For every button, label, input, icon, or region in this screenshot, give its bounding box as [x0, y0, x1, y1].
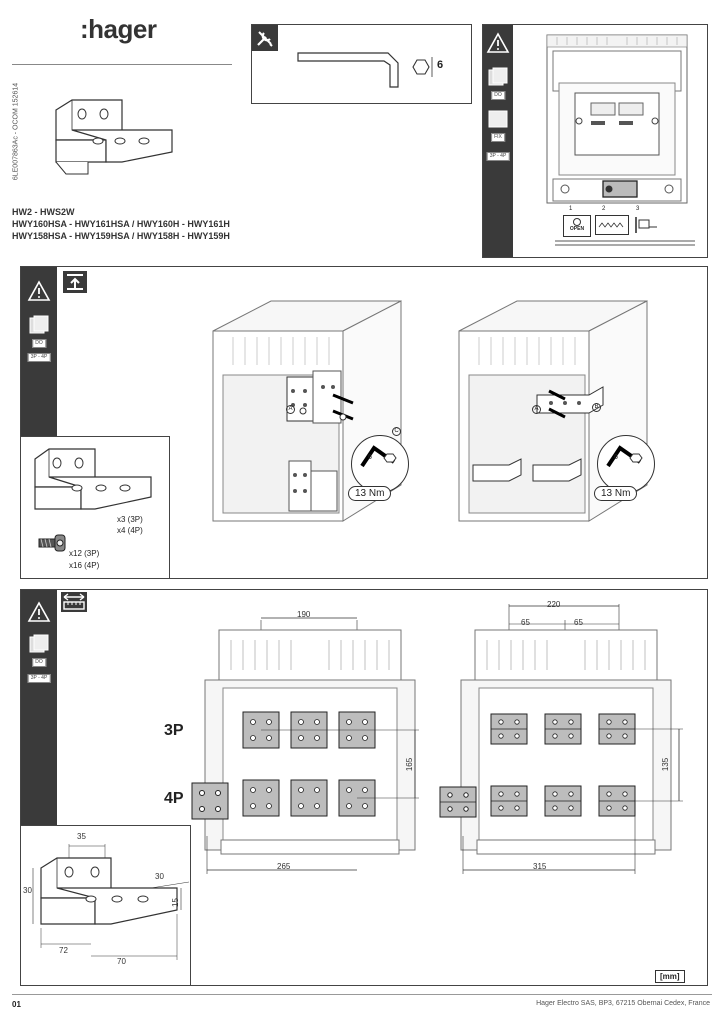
allen-key-icon	[297, 52, 399, 88]
breaker-do-icon	[29, 634, 49, 653]
step1-sidebar: DO 3P - 4P	[21, 267, 57, 437]
callout-3: 3	[636, 206, 640, 212]
model-line: HWY160HSA - HWY161HSA / HWY160H - HWY161…	[12, 219, 230, 229]
model-line: HWY158HSA - HWY159HSA / HWY158H - HWY159…	[12, 231, 230, 241]
breaker-rear-view-right	[460, 604, 683, 874]
footer-address: Hager Electro SAS, BP3, 67215 Obernai Ce…	[536, 1000, 710, 1007]
bracket-dim-depth: 30	[155, 872, 164, 881]
callout-a-left: A	[286, 405, 295, 414]
tools-panel: 6	[251, 24, 472, 104]
open-label: OPEN	[569, 226, 585, 232]
brand-logo: :hager	[80, 14, 157, 44]
hex-size-label: 6	[368, 454, 372, 461]
breaker-iso-view-right	[458, 300, 648, 522]
callout-2: 2	[602, 206, 606, 212]
dim-left-top: 190	[297, 610, 311, 619]
hex-size-label: 6	[614, 454, 618, 461]
extra-pole-pad-left	[191, 782, 229, 820]
measure-step-icon	[61, 592, 87, 612]
footer-divider	[12, 994, 712, 995]
bracket-qty-3p: x3 (3P)	[117, 515, 143, 524]
unit-label: [mm]	[655, 970, 685, 983]
breaker-rear-view-left	[204, 617, 419, 874]
callout-1: 1	[569, 206, 573, 212]
torque-callout-right: 6	[597, 435, 655, 493]
breaker-iso-view-left	[212, 300, 402, 522]
breaker-do-icon	[488, 67, 508, 86]
callout-a-right: A	[532, 405, 541, 414]
dim-right-pitch-a: 65	[521, 618, 530, 627]
status-rails	[555, 240, 695, 246]
step2-panel: DO 3P - 4P 3P 4P	[20, 589, 708, 986]
breaker-do-icon	[29, 315, 49, 334]
bracket-dim-drawing	[32, 844, 190, 960]
parts-box: x3 (3P) x4 (4P) x12 (3P) x16 (4P)	[20, 436, 170, 579]
hex-nut-icon	[412, 57, 433, 77]
allen-key-icon	[360, 445, 397, 468]
bracket-qty-4p: x4 (4P)	[117, 526, 143, 535]
callout-c-left: C	[392, 427, 401, 436]
model-list: HW2 - HWS2W HWY160HSA - HWY161HSA / HWY1…	[12, 206, 230, 242]
chip-do: DO	[491, 91, 505, 100]
model-line: HW2 - HWS2W	[12, 207, 75, 217]
dim-left-side: 165	[405, 757, 415, 772]
status-panel: DO FIX 3P - 4P 1 2 3 OPEN	[482, 24, 708, 258]
chip-3p4p: 3P - 4P	[27, 674, 51, 683]
header-divider	[12, 64, 232, 65]
step1-panel: DO 3P - 4P x3 (3P) x4 (4P)	[20, 266, 708, 579]
screw-qty-4p: x16 (4P)	[69, 561, 100, 570]
torque-callout-left: 6	[351, 435, 409, 493]
tools-icon	[252, 25, 278, 51]
warning-icon	[27, 280, 51, 301]
bracket-dims-box: 35 30 30 15 72 70	[20, 825, 191, 986]
callout-b-right: B	[592, 403, 601, 412]
bracket-dim-width-b: 70	[117, 957, 126, 966]
spring-indicator	[595, 215, 629, 235]
dim-left-bottom: 265	[277, 862, 291, 871]
bracket-illustration-header	[55, 99, 173, 175]
torque-label-right: 13 Nm	[594, 486, 638, 501]
doc-code: 6LE007863Ac - OCOM 152614	[12, 82, 20, 181]
bracket-dim-width-a: 72	[59, 946, 68, 955]
dim-right-bottom: 315	[533, 862, 547, 871]
lock-indicator	[635, 217, 657, 233]
label-3p: 3P	[164, 722, 184, 739]
page-number: 01	[12, 1000, 21, 1009]
warning-icon	[27, 601, 51, 622]
chip-3p4p: 3P - 4P	[486, 152, 510, 161]
allen-key-icon	[606, 445, 643, 468]
screw-qty-3p: x12 (3P)	[69, 549, 100, 558]
dim-right-side: 135	[661, 757, 671, 772]
bracket-dim-left: 30	[23, 886, 32, 895]
dim-right-top: 220	[547, 600, 561, 609]
breaker-fix-icon	[488, 110, 508, 128]
bracket-dim-height: 15	[170, 898, 180, 907]
breaker-front-view	[546, 34, 688, 204]
screw-icon	[38, 534, 66, 552]
dim-right-pitch-b: 65	[574, 618, 583, 627]
step2-sidebar: DO 3P - 4P	[21, 590, 57, 826]
install-step-icon	[63, 271, 87, 293]
status-sidebar: DO FIX 3P - 4P	[483, 25, 513, 257]
bracket-part-icon	[34, 448, 152, 510]
warning-icon	[486, 32, 510, 53]
extra-pole-pad-right	[439, 786, 477, 818]
chip-3p4p: 3P - 4P	[27, 353, 51, 362]
hex-size-label: 6	[437, 59, 444, 71]
chip-do: DO	[32, 339, 46, 348]
bracket-dim-width-top: 35	[77, 832, 86, 841]
chip-do: DO	[32, 658, 46, 667]
torque-label-left: 13 Nm	[348, 486, 392, 501]
open-indicator: OPEN	[563, 215, 591, 237]
label-4p: 4P	[164, 790, 184, 807]
chip-fix: FIX	[491, 133, 505, 142]
